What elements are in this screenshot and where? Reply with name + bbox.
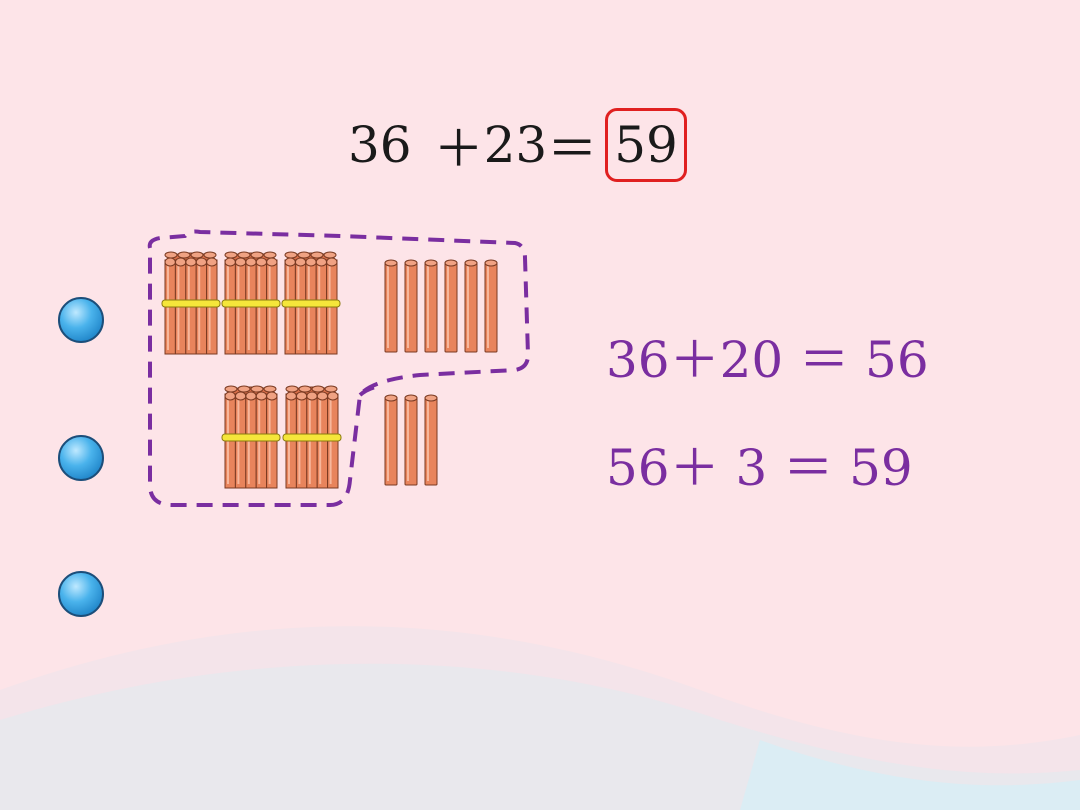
ten-stick-bundle [161,251,221,355]
single-stick [444,259,458,353]
single-stick [484,259,498,353]
dashed-group-outline [358,384,381,397]
step-equation-2: 56＋ 3 ＝ 59 [606,439,913,497]
ten-stick-bundle [282,385,342,489]
ten-stick-bundle [281,251,341,355]
equals-sign: ＝ [547,120,598,178]
plus-sign: ＋ [433,120,484,178]
single-stick [464,259,478,353]
answer-value: 59 [614,116,678,174]
ten-stick-bundle [221,385,281,489]
dashed-group-outline [147,229,531,507]
ten-stick-bundle [221,251,281,355]
single-stick [424,394,438,486]
single-stick [384,394,398,486]
answer-box: 59 [605,108,687,182]
main-equation: 36 ＋ 23 ＝ 59 [348,108,687,182]
addend-b: 23 [483,116,548,174]
single-stick [404,394,418,486]
bullet-icon [58,435,104,481]
single-stick [424,259,438,353]
step-equation-1: 36＋20 ＝ 56 [606,331,929,389]
bullet-icon [58,571,104,617]
single-stick [404,259,418,353]
bullet-icon [58,297,104,343]
single-stick [384,259,398,353]
addend-a: 36 [348,116,412,174]
